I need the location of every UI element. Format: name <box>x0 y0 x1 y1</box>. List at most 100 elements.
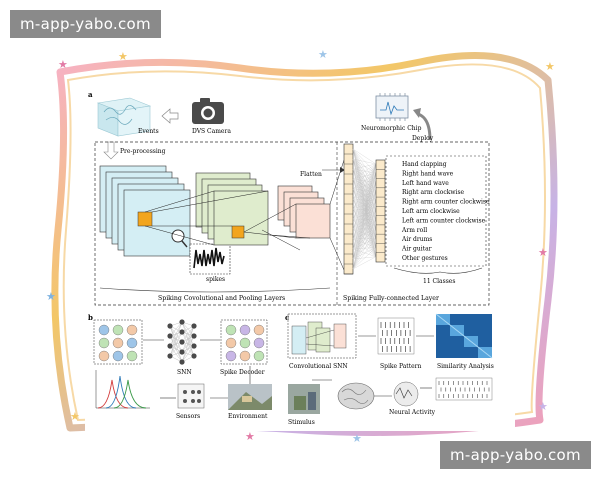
panel-label-c: c <box>285 313 289 322</box>
encoder-cell <box>126 350 138 362</box>
decoder-cell <box>253 324 265 336</box>
dense-line <box>352 219 377 260</box>
snn-neuron <box>179 329 185 335</box>
dense-line <box>352 198 377 211</box>
events-label: Events <box>138 128 159 135</box>
svg-text:★: ★ <box>118 50 128 63</box>
class-item: Arm roll <box>401 227 427 234</box>
dense-line <box>352 188 377 257</box>
deploy-arrow <box>417 112 432 141</box>
dense-line <box>352 182 377 220</box>
encoder-cell <box>126 337 138 349</box>
encoder-cell <box>98 350 110 362</box>
snn-edge <box>181 325 195 343</box>
snn-neuron <box>179 319 185 325</box>
snn-edge <box>181 345 195 363</box>
dvs-camera-label: DVS Camera <box>192 128 231 135</box>
deploy-label: Deploy <box>412 135 434 142</box>
deploy-arrow-head <box>413 108 421 118</box>
snn-neuron <box>179 339 185 345</box>
spike-pattern-label: Spike Pattern <box>380 363 422 370</box>
dense-line <box>352 158 377 192</box>
svg-text:★: ★ <box>352 432 362 445</box>
dense-line <box>352 208 377 211</box>
class-item: Left arm clockwise <box>402 208 460 215</box>
panel-c: Convolutional SNN Spike Pattern Similari… <box>287 313 494 426</box>
encoder-cell <box>98 337 110 349</box>
dense-line <box>352 168 377 211</box>
dense-line <box>352 158 377 211</box>
class-item: Air guitar <box>401 246 432 253</box>
flatten-arrow-head <box>340 167 345 173</box>
dense-line <box>352 173 377 190</box>
encoder-cell <box>112 324 124 336</box>
dense-line <box>352 210 377 220</box>
network-dashed-frame <box>94 141 490 306</box>
dense-line <box>352 228 377 270</box>
snn-edge <box>169 321 183 347</box>
dense-line <box>352 210 377 270</box>
svg-text:★: ★ <box>70 410 80 423</box>
decoder-grid <box>225 324 265 362</box>
dense-connections <box>352 148 377 270</box>
class-item: Air drums <box>401 236 432 243</box>
dense-line <box>352 210 377 230</box>
dense-line <box>352 200 377 220</box>
dense-line <box>352 163 377 230</box>
dense-line <box>352 208 377 220</box>
dense-line <box>352 188 377 192</box>
layer-connections <box>144 159 345 271</box>
svg-text:★: ★ <box>538 400 548 413</box>
class-item: Right hand wave <box>402 170 454 177</box>
spike-pattern-raster <box>377 317 415 355</box>
neuromorphic-chip-icon <box>375 93 409 121</box>
activity-raster-frame <box>435 377 493 401</box>
dense-line <box>352 148 377 165</box>
dense-line <box>352 178 377 211</box>
dense-line <box>352 168 377 174</box>
dense-line <box>352 219 377 240</box>
dense-line <box>352 247 377 250</box>
dense-line <box>352 148 377 202</box>
dense-line <box>352 191 377 200</box>
dense-line <box>352 247 377 260</box>
dense-line <box>352 198 377 248</box>
snn-edge <box>169 331 183 357</box>
class-item: Left hand wave <box>402 180 449 187</box>
sensors-icon <box>177 383 205 409</box>
dense-line <box>352 163 377 250</box>
dense-line <box>352 188 377 220</box>
receptive-field-patch <box>137 211 153 227</box>
dense-line <box>352 210 377 250</box>
dense-line <box>352 182 377 210</box>
encoder-grid <box>98 324 138 362</box>
panel-label-a: a <box>88 90 93 99</box>
class-item: Right arm clockwise <box>402 189 465 196</box>
dense-line <box>352 168 377 202</box>
dense-line <box>352 198 377 202</box>
dense-line <box>352 219 377 230</box>
flatten-column <box>343 143 354 275</box>
dense-line <box>352 228 377 250</box>
brain-icon <box>337 382 375 410</box>
snn-neuron <box>191 343 197 349</box>
dense-line <box>352 173 377 210</box>
dense-line <box>352 173 377 180</box>
conv-snn-box <box>287 313 357 359</box>
snn-network <box>167 319 197 365</box>
decoder-cell <box>225 337 237 349</box>
dense-line <box>352 163 377 260</box>
dense-line <box>352 238 377 250</box>
dense-line <box>352 178 377 239</box>
dense-line <box>352 256 377 270</box>
decoder-cell <box>239 324 251 336</box>
flatten-cells <box>344 153 353 275</box>
dense-line <box>352 188 377 248</box>
dense-line <box>352 178 377 229</box>
svg-text:★: ★ <box>58 58 68 71</box>
dense-line <box>352 158 377 229</box>
dense-line <box>352 148 377 229</box>
decoder-cell <box>225 324 237 336</box>
snn-neuron <box>191 353 197 359</box>
